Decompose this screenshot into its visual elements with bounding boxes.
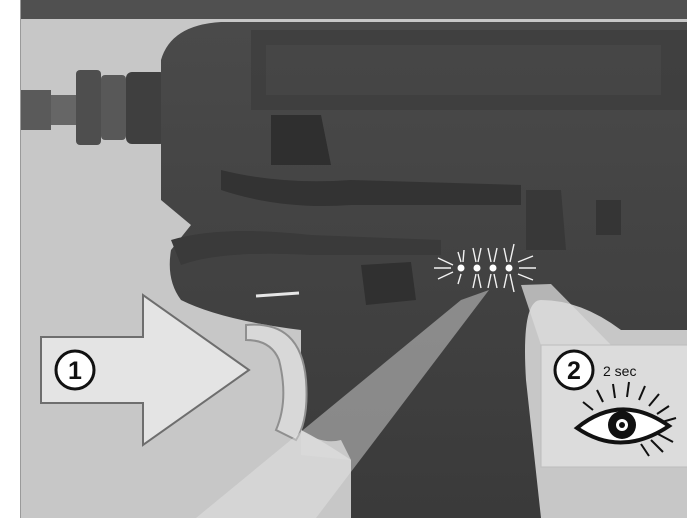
step-2-number: 2 — [567, 357, 581, 385]
arrow-right-icon — [40, 293, 251, 447]
step-1-number: 1 — [68, 357, 82, 385]
led-indicator-icon — [434, 243, 536, 293]
step-1-badge — [54, 349, 96, 391]
step-2-duration: 2 sec — [603, 363, 636, 379]
step-2-callout: 2 2 sec — [540, 344, 687, 468]
step-2-badge — [553, 349, 595, 391]
trigger — [245, 323, 308, 442]
callout-connector — [521, 284, 611, 345]
tool-illustration: 1 2 2 sec — [21, 22, 687, 518]
chuck — [21, 70, 166, 145]
light-spot — [301, 430, 351, 460]
step-1-callout: 1 — [40, 293, 251, 447]
tool-body — [161, 22, 687, 518]
eye-icon — [573, 381, 677, 457]
top-bar — [21, 0, 687, 19]
light-beam — [196, 290, 489, 518]
illustration-frame: 1 2 2 sec — [20, 0, 687, 518]
